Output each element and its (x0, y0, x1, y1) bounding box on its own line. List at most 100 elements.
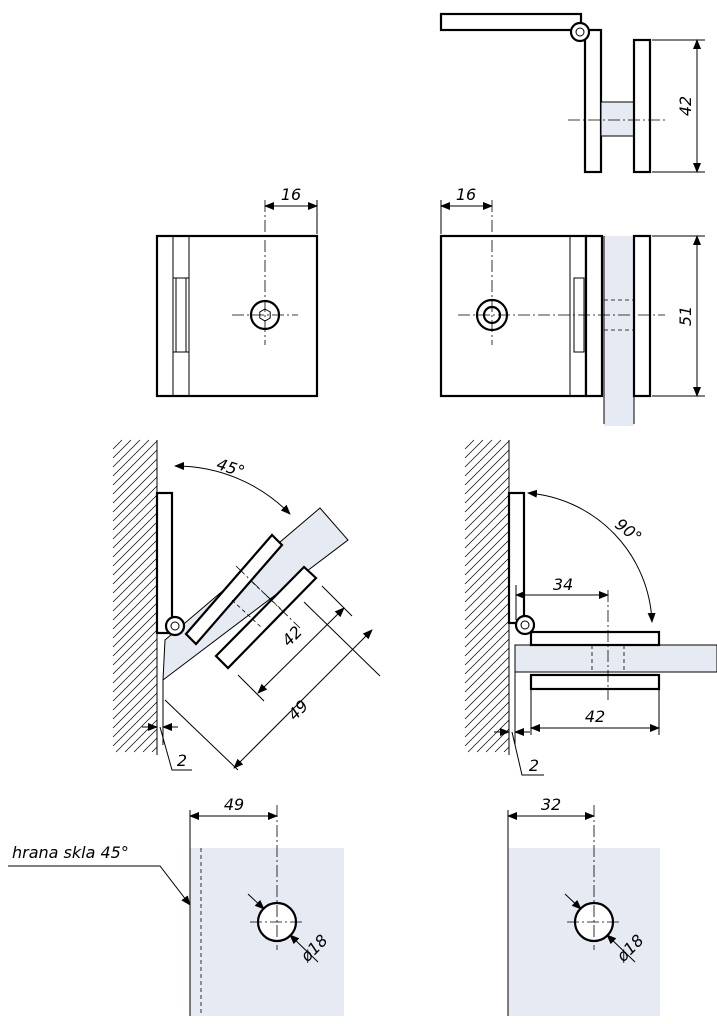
ext-line-49-angled (164, 699, 239, 771)
wall-hatch-line (112, 665, 158, 711)
wall-hatch-line (112, 548, 158, 594)
wall-hatch-line (464, 439, 484, 459)
wall-hatch-line (112, 439, 150, 477)
glass-hole-left: 49 ø18 hrana skla 45° (8, 795, 344, 1016)
wall-hatch-line (464, 629, 510, 675)
wall-hatch-line (494, 737, 510, 753)
wall-hatch-line (112, 683, 158, 729)
wall-hatch-line (112, 512, 158, 558)
wall-hatch-line (112, 458, 158, 504)
wall-hatch-line (112, 629, 158, 675)
dia-arrow-right (564, 893, 582, 910)
leader-2-right (511, 731, 544, 776)
top-view-body (583, 28, 603, 174)
glass-panel-45 (162, 507, 349, 682)
angle-45-label: 45° (214, 454, 247, 481)
wall-hatch-line (112, 476, 158, 522)
wall-hatch-line (464, 512, 510, 558)
top-view-glass-hub (600, 101, 635, 137)
wall-hatch-line (464, 439, 493, 468)
dim-2-left: 2 (177, 751, 187, 770)
wall-hatch-line (112, 620, 158, 666)
wall-hatch-left (112, 439, 158, 753)
wall-hatch-line (464, 521, 510, 567)
wall-hatch-line (464, 692, 510, 738)
wall-hatch-line (464, 593, 510, 639)
wall-hatch-line (464, 575, 510, 621)
wall-hatch-line (464, 503, 510, 549)
wall-hatch-line (464, 620, 510, 666)
glass-edge-leader (8, 865, 191, 906)
ext-line-42-angled (237, 674, 265, 702)
glass-panel-90 (514, 644, 717, 673)
glass-hole-right: 32 ø18 (507, 795, 660, 1016)
wall-hatch-line (464, 584, 510, 630)
angle-arc-45 (174, 461, 291, 515)
wall-hatch-line (464, 665, 510, 711)
front-view-right: 16 51 (439, 185, 705, 426)
wall-hatch-right (464, 439, 510, 753)
front-view-left: 16 (155, 185, 319, 398)
hinge-pin-90-inner (520, 620, 530, 630)
wall-hatch-line (464, 602, 510, 648)
wall-hatch-line (464, 467, 510, 513)
angle-arc-90 (527, 489, 656, 623)
wall-hatch-line (112, 692, 158, 738)
outer-plate-90 (529, 673, 661, 691)
wall-hatch-line (464, 656, 510, 702)
top-view-hinge-pin-inner (575, 27, 585, 37)
top-view-leaf (439, 12, 583, 32)
wall-hatch-line (142, 737, 158, 753)
section-45-view: 45° 42 49 2 (112, 439, 381, 771)
wall-hatch-line (133, 728, 158, 753)
wall-hatch-line (464, 439, 475, 450)
wall-hatch-line (112, 439, 123, 450)
dim-51: 51 (676, 306, 695, 326)
front-right-glass (604, 236, 634, 426)
wall-hatch-line (112, 530, 158, 576)
wall-hatch-line (112, 439, 141, 468)
leader-2-left (159, 726, 192, 771)
front-right-clamp-plate (632, 234, 652, 398)
wall-hatch-line (112, 701, 158, 747)
glass-edge-label: hrana skla 45° (12, 843, 129, 862)
wall-hatch-line (112, 449, 158, 495)
wall-hatch-line (112, 439, 132, 459)
wall-hatch-line (464, 611, 510, 657)
wall-hatch-line (112, 467, 158, 513)
dim-16-left: 16 (281, 185, 301, 204)
wall-bracket-45 (155, 491, 174, 635)
wall-hatch-line (112, 602, 158, 648)
wall-hatch-line (112, 503, 158, 549)
dia-arrow-left (247, 893, 265, 910)
wall-hatch-line (112, 539, 158, 585)
dim-line-49-angled (233, 629, 373, 769)
wall-hatch-line (112, 584, 158, 630)
dim-34: 34 (553, 575, 573, 594)
wall-hatch-line (464, 674, 510, 720)
wall-hatch-line (464, 548, 510, 594)
dia-arrow-right (606, 934, 636, 963)
dim-42-top: 42 (676, 96, 695, 116)
dim-49-angled: 49 (284, 696, 312, 724)
wall-hatch-line (124, 719, 158, 753)
wall-hatch-line (112, 638, 158, 684)
wall-hatch-line (467, 710, 510, 753)
wall-hatch-line (112, 611, 158, 657)
wall-hatch-line (464, 449, 510, 495)
inner-plate-45 (184, 533, 284, 646)
dia-arrow-left (289, 934, 319, 963)
angle-90-label: 90° (611, 514, 645, 546)
wall-hatch-line (112, 557, 158, 603)
wall-hatch-line (464, 539, 510, 585)
dim-16-right: 16 (456, 185, 476, 204)
ext-line-42-angled (321, 585, 353, 617)
inner-plate-90 (529, 630, 661, 647)
dim-42-angled: 42 (278, 622, 306, 650)
centerline-45 (235, 565, 301, 629)
wall-hatch-line (112, 440, 158, 486)
hinge-pin-45-inner (170, 621, 180, 631)
wall-hatch-line (112, 656, 158, 702)
wall-hatch-line (464, 566, 510, 612)
wall-hatch-line (464, 440, 510, 486)
